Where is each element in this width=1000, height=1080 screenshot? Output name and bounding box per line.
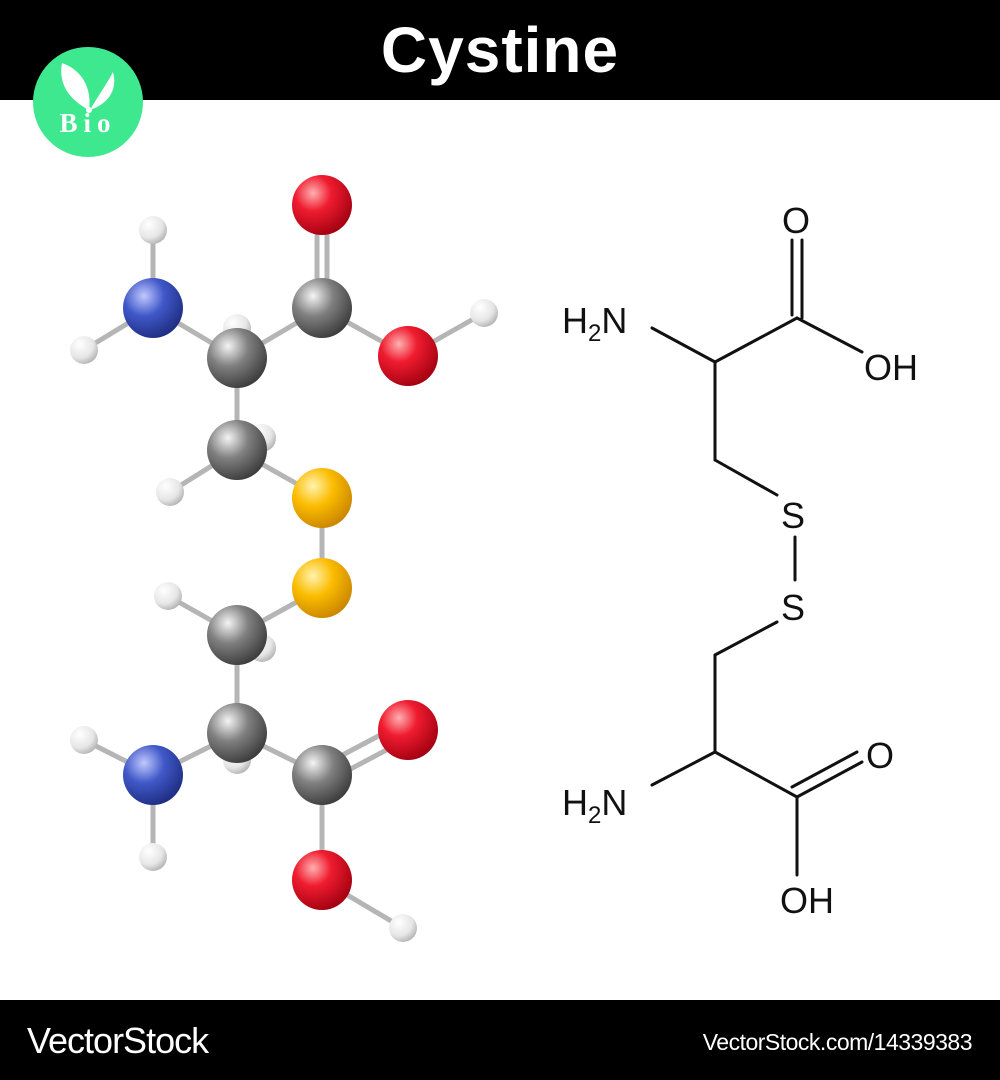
bottom-carbonyl-o-label: O [866,735,894,776]
carbon-atom [292,745,352,805]
sulfur-2-label: S [781,587,805,628]
footer-url: VectorStock.com/14339383 [702,1029,973,1055]
footer: VectorStock VectorStock.com/14339383 [0,1000,1000,1080]
hydrogen-atom [156,478,184,506]
sulfur-atom [292,558,352,618]
nitrogen-atom [123,278,183,338]
logo-text: Bio [59,108,116,138]
hydrogen-atom [70,336,98,364]
hydrogen-atom [154,582,182,610]
carbon-atom [207,420,267,480]
skeletal-formula-labels: O OH H2N S S H2N O OH [562,200,918,921]
footer-brand: VectorStock [27,1020,209,1061]
nitrogen-atom [123,745,183,805]
top-hydroxyl-label: OH [864,347,918,388]
oxygen-atom [378,700,438,760]
carbon-atom [207,605,267,665]
sulfur-atom [292,468,352,528]
top-amine-label: H2N [562,300,627,347]
carbon-atom [292,278,352,338]
hydrogen-atom [139,843,167,871]
bio-logo: Bio [30,47,143,157]
carbon-atom [207,328,267,388]
hydrogen-atom [470,299,498,327]
carbon-atom [207,703,267,763]
atoms [70,175,498,942]
bottom-hydroxyl-label: OH [780,880,834,921]
hydrogen-atom [70,726,98,754]
oxygen-atom [378,326,438,386]
page-title: Cystine [380,14,620,86]
bottom-amine-label: H2N [562,782,627,829]
title-bar: Cystine [0,0,1000,100]
hydrogen-atom [389,914,417,942]
top-carbonyl-o-label: O [782,200,810,241]
oxygen-atom [292,850,352,910]
leaf-icon [61,63,115,113]
sulfur-1-label: S [781,495,805,536]
hydrogen-atom [139,216,167,244]
skeletal-formula-bonds [650,238,864,877]
oxygen-atom [292,175,352,235]
